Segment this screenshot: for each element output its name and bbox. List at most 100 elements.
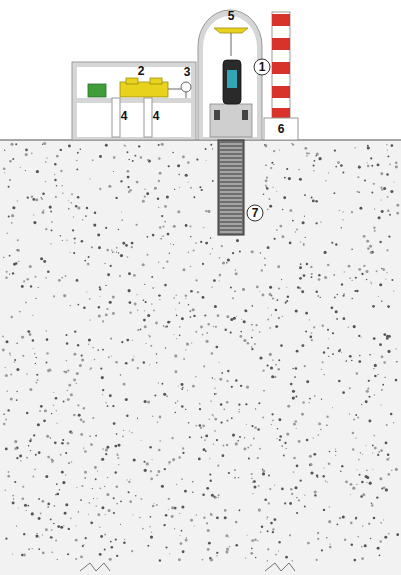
soil-speckle <box>365 445 366 446</box>
soil-speckle <box>203 227 204 228</box>
soil-speckle <box>85 215 87 217</box>
soil-speckle <box>281 235 284 238</box>
soil-speckle <box>186 343 189 346</box>
soil-speckle <box>106 493 109 496</box>
soil-speckle <box>56 185 58 187</box>
soil-speckle <box>142 263 145 266</box>
soil-speckle <box>19 455 22 458</box>
soil-speckle <box>391 144 394 147</box>
soil-speckle <box>254 426 257 429</box>
soil-speckle <box>76 487 77 488</box>
soil-speckle <box>369 245 372 248</box>
soil-speckle <box>251 539 254 542</box>
shaft-rung <box>220 152 242 153</box>
soil-speckle <box>23 533 25 535</box>
soil-speckle <box>264 144 266 146</box>
soil-speckle <box>97 233 100 236</box>
soil-speckle <box>3 168 6 171</box>
soil-speckle <box>337 294 339 296</box>
soil-speckle <box>228 472 230 474</box>
soil-speckle <box>153 309 155 311</box>
soil-speckle <box>245 403 247 405</box>
soil-speckle <box>147 236 149 238</box>
soil-speckle <box>93 498 94 499</box>
soil-speckle <box>355 147 356 148</box>
soil-speckle <box>361 404 362 405</box>
soil-speckle <box>157 198 159 200</box>
soil-speckle <box>370 282 372 284</box>
soil-speckle <box>358 360 361 363</box>
soil-speckle <box>295 367 298 370</box>
soil-speckle <box>149 446 151 448</box>
soil-speckle <box>367 162 368 163</box>
soil-speckle <box>284 502 286 504</box>
soil-speckle <box>16 368 19 371</box>
soil-speckle <box>393 290 394 291</box>
soil-speckle <box>199 186 201 188</box>
soil-speckle <box>273 164 274 165</box>
soil-speckle <box>16 525 17 526</box>
soil-speckle <box>170 321 171 322</box>
soil-speckle <box>251 425 253 427</box>
soil-speckle <box>213 415 214 416</box>
soil-speckle <box>296 465 299 468</box>
soil-speckle <box>259 448 261 450</box>
soil-speckle <box>38 517 41 520</box>
soil-speckle <box>174 507 177 510</box>
soil-speckle <box>132 160 134 162</box>
soil-speckle <box>330 544 331 545</box>
soil-speckle <box>255 557 257 559</box>
callout-number: 4 <box>121 110 128 122</box>
soil-speckle <box>164 205 167 208</box>
soil-speckle <box>239 335 242 338</box>
soil-speckle <box>99 188 101 190</box>
soil-speckle <box>388 533 390 535</box>
soil-speckle <box>56 423 57 424</box>
soil-speckle <box>102 448 104 450</box>
soil-speckle <box>97 513 100 516</box>
soil-speckle <box>197 291 199 293</box>
soil-speckle <box>77 344 79 346</box>
soil-speckle <box>9 179 11 181</box>
soil-speckle <box>182 550 185 553</box>
soil-speckle <box>260 531 261 532</box>
soil-speckle <box>9 354 10 355</box>
soil-speckle <box>269 205 272 208</box>
soil-speckle <box>179 513 180 514</box>
soil-speckle <box>352 487 355 490</box>
soil-speckle <box>7 475 10 478</box>
soil-speckle <box>67 553 69 555</box>
soil-speckle <box>359 207 362 210</box>
soil-speckle <box>295 396 297 398</box>
soil-speckle <box>315 290 317 292</box>
soil-speckle <box>91 246 93 248</box>
soil-speckle <box>28 445 30 447</box>
soil-speckle <box>71 461 73 463</box>
soil-speckle <box>301 344 304 347</box>
soil-speckle <box>252 493 253 494</box>
soil-speckle <box>47 271 50 274</box>
soil-speckle <box>284 177 286 179</box>
soil-speckle <box>386 458 389 461</box>
soil-speckle <box>51 413 52 414</box>
soil-speckle <box>152 416 153 417</box>
soil-speckle <box>120 180 122 182</box>
soil-speckle <box>370 281 371 282</box>
soil-speckle <box>349 278 350 279</box>
soil-speckle <box>35 276 37 278</box>
soil-speckle <box>142 528 144 530</box>
soil-speckle <box>344 538 346 540</box>
soil-speckle <box>341 227 342 228</box>
soil-speckle <box>62 481 65 484</box>
soil-speckle <box>225 329 227 331</box>
soil-speckle <box>207 210 210 213</box>
soil-speckle <box>200 241 202 243</box>
soil-speckle <box>326 425 327 426</box>
soil-speckle <box>214 430 216 432</box>
soil-speckle <box>214 393 216 395</box>
soil-speckle <box>93 347 94 348</box>
soil-speckle <box>227 258 230 261</box>
soil-speckle <box>230 287 232 289</box>
soil-speckle <box>60 149 62 151</box>
soil-speckle <box>167 233 170 236</box>
